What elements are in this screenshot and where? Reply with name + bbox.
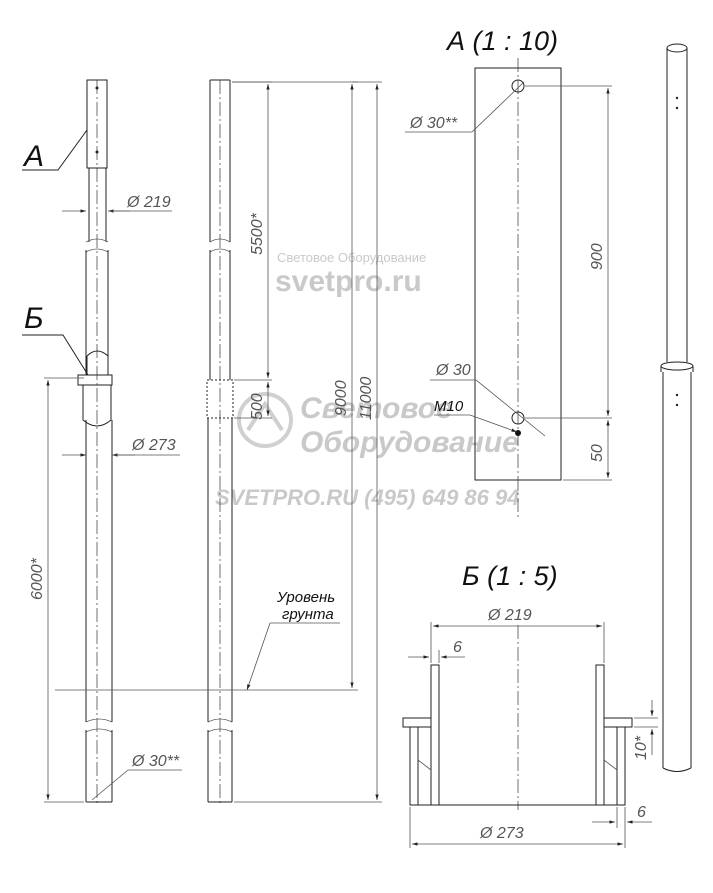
watermark-brand-line2: svetpro.ru <box>275 265 422 298</box>
dim-height-11000: 11000 <box>234 81 382 803</box>
dim-text: 6000* <box>29 557 46 600</box>
pole-side-view <box>77 79 113 805</box>
dim-text: 10* <box>633 735 650 760</box>
dim-a-900: 900 <box>525 85 612 419</box>
dim-a-50: 50 <box>563 420 612 481</box>
callout-a-label: А <box>22 140 44 173</box>
dim-diameter-273: Ø 273 <box>62 437 180 457</box>
dim-text: Ø 30** <box>131 753 180 770</box>
dim-text: 11000 <box>358 377 375 420</box>
dim-diameter-219-top: Ø 219 <box>62 194 172 213</box>
watermark-logo-line1: Световое <box>300 392 453 425</box>
dim-a-diameter-30-top: Ø 30** <box>405 81 525 133</box>
dim-text: Ø 273 <box>131 437 176 454</box>
dim-a-m10: M10 <box>434 398 518 433</box>
dim-text: 6 <box>453 639 462 656</box>
dim-text: Ø 30** <box>409 115 458 132</box>
dim-text: 900 <box>589 243 606 270</box>
callout-a: А <box>22 129 88 173</box>
callout-b: Б <box>22 302 89 376</box>
watermark-logo-line2: Оборудование <box>300 426 519 459</box>
dim-b-6-bottom: 6 <box>592 804 652 828</box>
dim-text: 5500* <box>249 212 266 255</box>
detail-a-title: А (1 : 10) <box>445 26 558 56</box>
dim-b-diameter-219: Ø 219 <box>430 607 605 663</box>
dim-text: 500 <box>249 393 266 420</box>
dim-a-diameter-30: Ø 30 <box>430 362 546 437</box>
pole-3d-view <box>660 43 694 772</box>
dim-height-9000: 9000 <box>232 81 358 691</box>
ground-label-line1: Уровень <box>276 589 335 606</box>
dim-text: Ø 219 <box>126 194 171 211</box>
dim-b-10: 10* <box>633 700 658 760</box>
dim-text: 9000 <box>333 380 350 416</box>
watermark-contact: SVETPRO.RU (495) 649 86 94 <box>215 485 519 510</box>
dim-height-6000: 6000* <box>29 377 84 803</box>
pole-section-view <box>206 79 234 805</box>
ground-label-line2: грунта <box>282 606 334 623</box>
dim-text: Ø 273 <box>479 825 524 842</box>
dim-b-6-top: 6 <box>408 639 465 663</box>
dim-height-5500: 5500* <box>232 81 272 381</box>
dim-height-500: 500 <box>234 382 272 420</box>
dim-diameter-30-bottom: Ø 30** <box>91 753 182 801</box>
watermark: Световое Оборудование svetpro.ru Светово… <box>215 250 519 510</box>
detail-b-view <box>402 625 633 810</box>
callout-b-label: Б <box>24 302 44 335</box>
detail-b-title: Б (1 : 5) <box>462 561 558 591</box>
ground-level: Уровень грунта <box>55 589 340 691</box>
watermark-logo-icon <box>237 392 293 448</box>
dim-text: 50 <box>589 444 606 462</box>
dim-b-diameter-273: Ø 273 <box>409 807 626 848</box>
dim-text: M10 <box>434 398 464 415</box>
detail-a-view <box>474 58 562 518</box>
dim-text: 6 <box>637 804 646 821</box>
dim-text: Ø 219 <box>487 607 532 624</box>
dim-text: Ø 30 <box>435 362 471 379</box>
